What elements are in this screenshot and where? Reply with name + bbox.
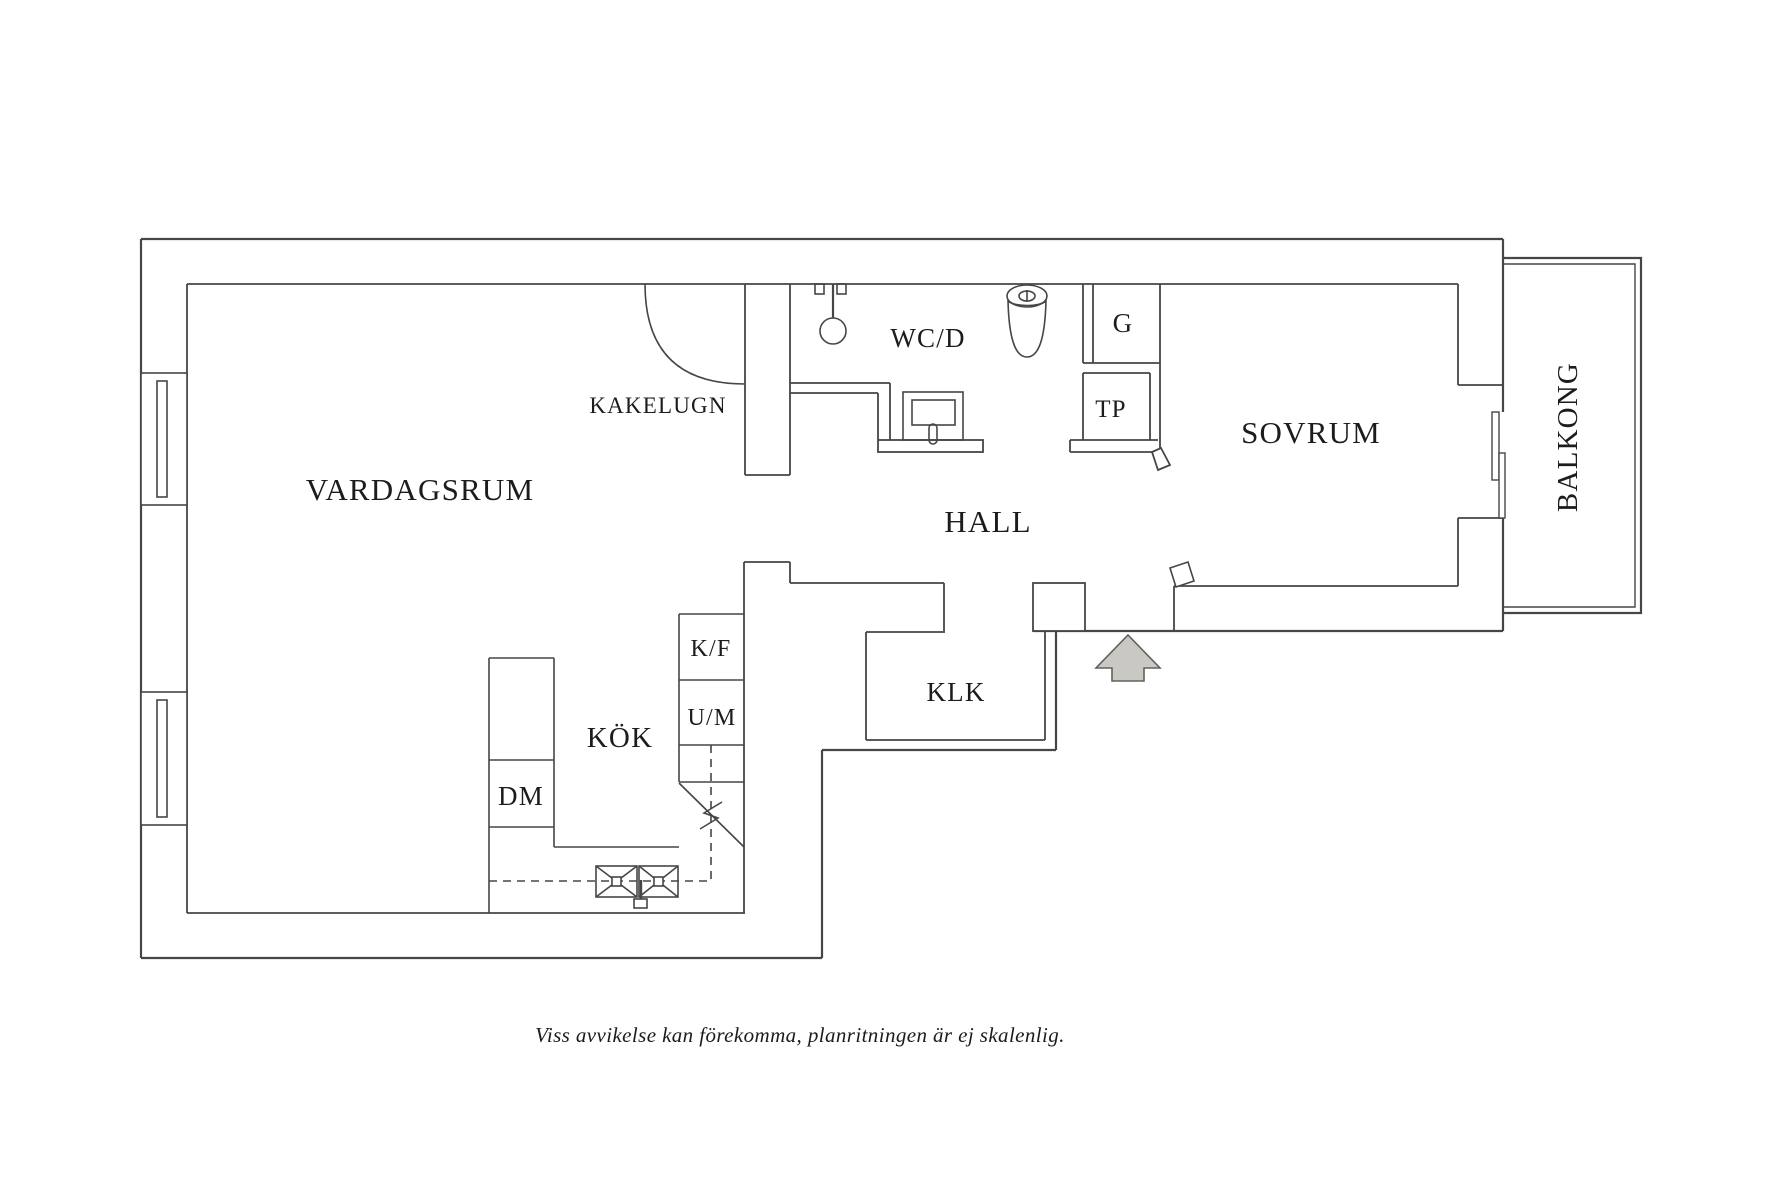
toilet-icon xyxy=(1006,284,1048,358)
label-balkong: BALKONG xyxy=(1552,362,1584,512)
window-icon xyxy=(140,372,188,506)
label-tp-closet: TP xyxy=(1095,396,1127,423)
kitchen-cabinet-column xyxy=(678,613,744,783)
washbasin-icon xyxy=(902,391,964,445)
wall-klk-closet xyxy=(865,631,1057,750)
kakelugn-arc-icon xyxy=(644,283,746,385)
label-sovrum: SOVRUM xyxy=(1241,415,1381,450)
kitchen-fittings xyxy=(488,613,745,913)
wall-tp-closet xyxy=(1082,372,1151,440)
label-um: U/M xyxy=(688,705,737,731)
wc-counter xyxy=(877,439,984,453)
wc-fixtures xyxy=(814,283,1048,445)
entry-pillar xyxy=(1032,582,1086,632)
inner-walls xyxy=(186,283,1502,914)
shower-icon xyxy=(814,283,847,345)
window-icon xyxy=(140,691,188,826)
balcony-outer-rail xyxy=(1503,256,1643,615)
wall-g-closet xyxy=(1082,284,1161,448)
entrance-arrow-icon xyxy=(1094,633,1162,682)
wall-kitchen-hall xyxy=(743,561,945,913)
label-wcd: WC/D xyxy=(890,323,965,353)
kitchen-cabinet-left xyxy=(488,657,555,913)
windows xyxy=(140,372,188,826)
wall-sovrum-bottom xyxy=(1173,585,1458,631)
wall-column-kakelugn xyxy=(744,284,791,476)
label-vardagsrum: VARDAGSRUM xyxy=(306,472,535,507)
kitchen-sink-icon xyxy=(595,865,679,909)
wall-tp-base xyxy=(1069,439,1158,453)
balcony-door-icon xyxy=(1491,411,1506,519)
label-kakelugn: KAKELUGN xyxy=(589,393,726,418)
wall-sovrum-right xyxy=(1457,284,1502,586)
label-dm: DM xyxy=(498,781,544,811)
label-g-closet: G xyxy=(1113,308,1134,338)
wall-wc-bottom xyxy=(790,382,891,440)
label-kf: K/F xyxy=(691,636,732,662)
label-klk: KLK xyxy=(926,677,985,707)
label-hall: HALL xyxy=(944,504,1031,539)
label-kok: KÖK xyxy=(587,722,653,754)
balcony-inner-rail xyxy=(1503,263,1636,608)
room-labels: VARDAGSRUM KAKELUGN WC/D HALL SOVRUM BAL… xyxy=(306,308,1584,811)
wall-tp-angled-end xyxy=(1150,446,1172,472)
outer-walls xyxy=(139,237,1505,960)
front-door-leaf-icon xyxy=(1169,560,1195,589)
disclaimer-caption: Viss avvikelse kan förekomma, planritnin… xyxy=(535,1023,1065,1047)
balcony xyxy=(1491,256,1643,615)
